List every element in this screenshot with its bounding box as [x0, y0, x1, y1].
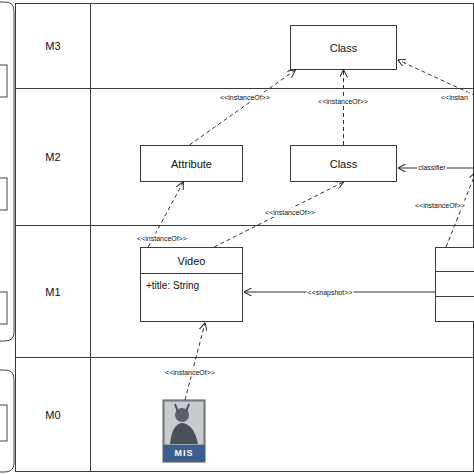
metaclass-box: Class: [290, 145, 397, 182]
layer-name: M1: [16, 226, 91, 357]
movie-poster: [163, 400, 205, 462]
class-box: Video+title: String: [140, 247, 243, 322]
cropped-class-box: [436, 248, 474, 322]
instanceof-connector: [343, 70, 344, 145]
instanceof-connector: [214, 182, 343, 247]
box-label: Attribute: [141, 146, 242, 181]
instanceof-line: [185, 323, 205, 400]
cropped-frame: [0, 2, 14, 472]
class-name: Video: [141, 248, 242, 274]
edge-layer: [148, 70, 343, 247]
instanceof-line: [446, 172, 474, 247]
attribute-text: +title: String: [141, 274, 242, 321]
layer-name: M3: [16, 4, 91, 88]
layer-name: M2: [16, 89, 91, 225]
layer-band: M3 Class: [15, 3, 474, 89]
layer-band: M1 Video+title: String: [15, 225, 474, 358]
instanceof-connector: [148, 182, 183, 247]
instanceof-connector: [189, 70, 295, 145]
layer-band: M0: [15, 357, 474, 472]
classifier-line: [398, 168, 474, 169]
metaclass-box: Attribute: [140, 145, 243, 182]
box-label: Class: [291, 26, 396, 69]
snapshot-line: [244, 292, 435, 293]
box-label: Class: [291, 146, 396, 181]
metaclass-box: Class: [290, 25, 397, 70]
layer-band: M2 Attribute Class: [15, 88, 474, 226]
layer-name: M0: [16, 358, 91, 471]
instanceof-line: [398, 60, 474, 96]
